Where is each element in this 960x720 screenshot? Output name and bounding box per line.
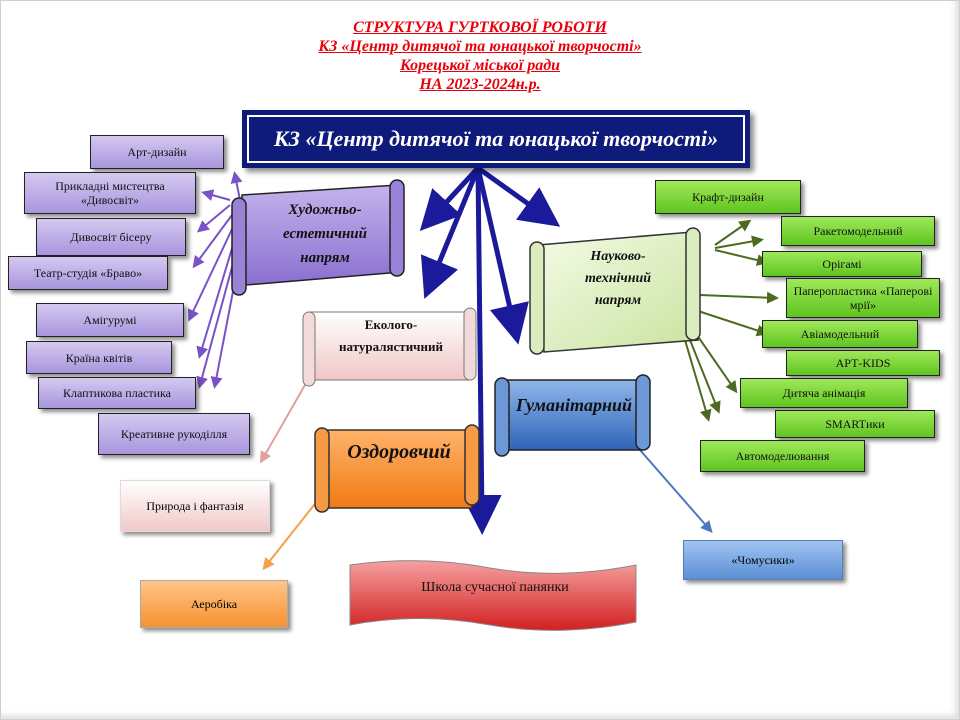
art-line-1: Художньо- <box>288 202 362 218</box>
title-line-4: НА 2023-2024н.р. <box>419 76 541 93</box>
tech-club-5: Авіамодельний <box>762 320 918 348</box>
tech-club-6: АРТ-KIDS <box>786 350 940 376</box>
eco-line-2: натуралястичний <box>339 339 443 354</box>
art-club-8: Креативне рукоділля <box>98 413 250 455</box>
center-box: КЗ «Центр дитячої та юнацької творчості» <box>242 110 750 168</box>
title-line-3: Корецької міської ради <box>399 57 561 74</box>
human-scroll <box>494 374 651 457</box>
human-club-1: «Чомусики» <box>683 540 843 580</box>
direction-health-label: Оздоровчий <box>347 441 451 463</box>
health-scroll <box>314 424 480 513</box>
health-club-1: Аеробіка <box>140 580 288 628</box>
tech-club-8: SMARTики <box>775 410 935 438</box>
art-club-7: Клаптикова пластика <box>38 377 196 409</box>
tech-line-2: технічний <box>584 271 652 286</box>
art-club-6: Країна квітів <box>26 341 172 374</box>
center-label: КЗ «Центр дитячої та юнацької творчості» <box>247 115 745 163</box>
center-club-banner <box>349 560 637 631</box>
tech-club-7: Дитяча анімація <box>740 378 908 408</box>
direction-eco-label: Еколого- натуралястичний <box>318 314 464 358</box>
art-scroll <box>231 179 405 296</box>
eco-club-1: Природа і фантазія <box>120 480 270 532</box>
tech-club-4: Паперопластика «Паперові мрії» <box>786 278 940 318</box>
title-line-1: СТРУКТУРА ГУРТКОВОЇ РОБОТИ <box>353 19 607 36</box>
art-line-2: естетичний <box>283 226 367 242</box>
diagram-title: СТРУКТУРА ГУРТКОВОЇ РОБОТИ КЗ «Центр дит… <box>220 18 740 94</box>
eco-scroll <box>302 307 477 387</box>
tech-scroll <box>529 227 701 355</box>
tech-club-1: Крафт-дизайн <box>655 180 801 214</box>
tech-club-3: Орігамі <box>762 251 922 277</box>
art-club-2: Прикладні мистецтва «Дивосвіт» <box>24 172 196 214</box>
art-club-4: Театр-студія «Браво» <box>8 256 168 290</box>
art-club-5: Амігурумі <box>36 303 184 337</box>
direction-tech-label: Науково- технічний напрям <box>548 246 688 312</box>
art-club-1: Арт-дизайн <box>90 135 224 169</box>
tech-line-3: напрям <box>594 293 642 308</box>
eco-line-1: Еколого- <box>364 317 418 332</box>
direction-art-label: Художньо- естетичний напрям <box>255 198 395 270</box>
art-line-3: напрям <box>300 250 350 266</box>
tech-club-2: Ракетомодельний <box>781 216 935 246</box>
center-club-label: Школа сучасної панянки <box>421 580 569 595</box>
art-club-3: Дивосвіт бісеру <box>36 218 186 256</box>
tech-line-1: Науково- <box>590 249 646 264</box>
title-line-2: КЗ «Центр дитячої та юнацької творчості» <box>318 38 642 55</box>
tech-club-9: Автомоделювання <box>700 440 865 472</box>
direction-human-label: Гуманітарний <box>516 395 632 415</box>
